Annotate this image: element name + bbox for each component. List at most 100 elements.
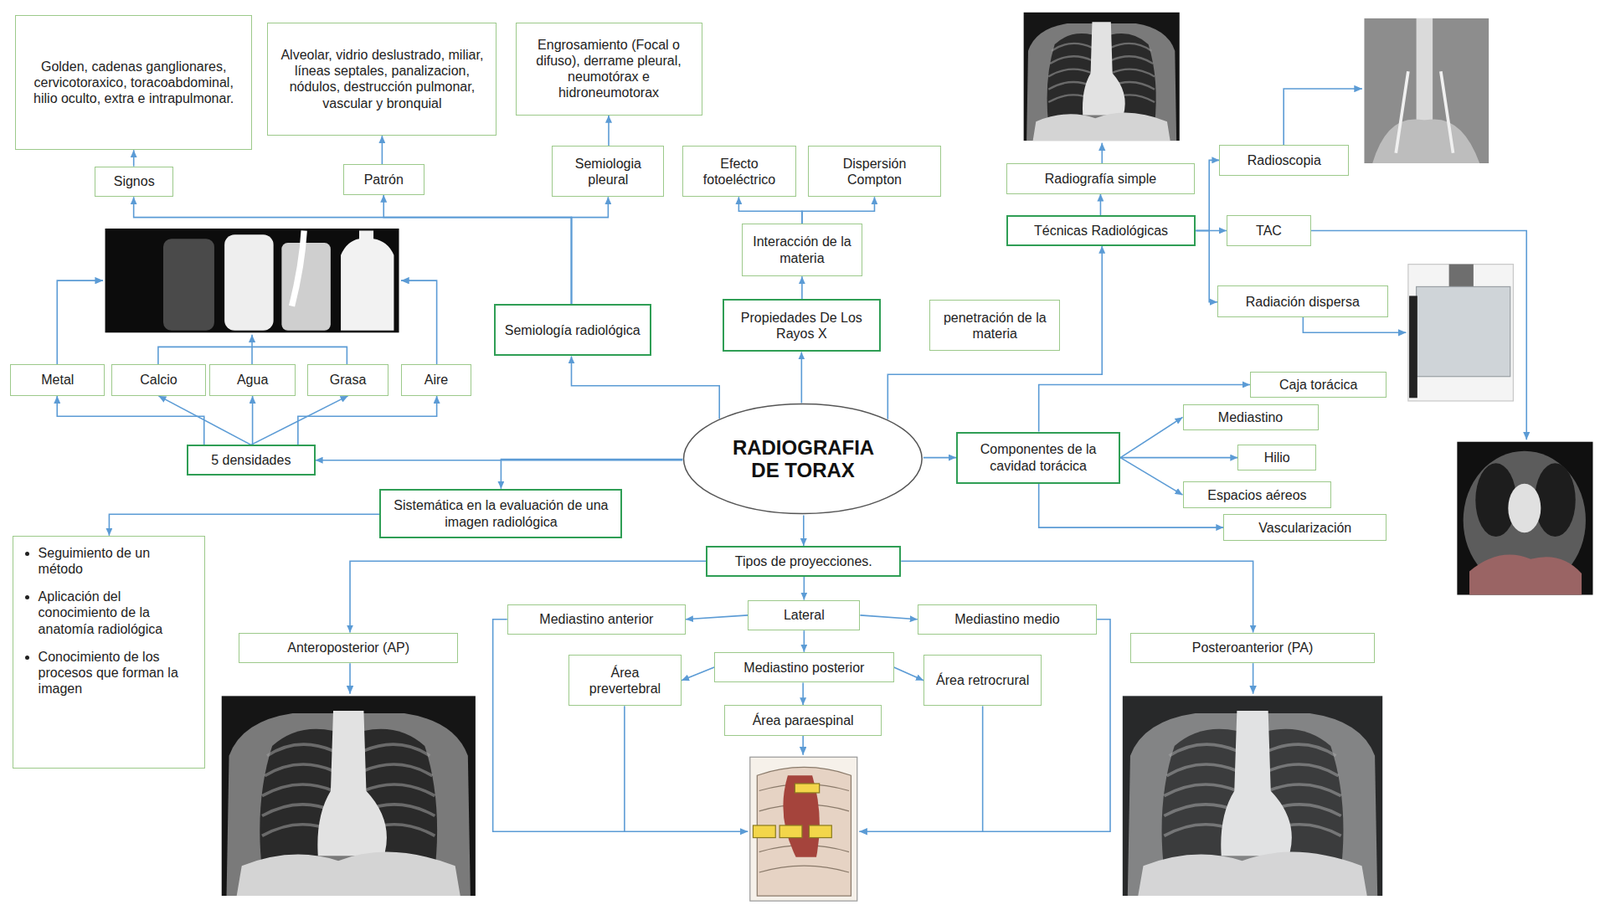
connector-arrow <box>681 667 715 681</box>
leader-line <box>1283 88 1363 145</box>
main-concept-box: Componentes de la cavidad torácica <box>956 432 1121 484</box>
leader-line <box>493 619 749 832</box>
box-label: Radioscopia <box>1247 152 1322 169</box>
connector-arrow <box>133 149 135 167</box>
leader-line <box>251 334 253 365</box>
box-label: Espacios aéreos <box>1207 487 1307 504</box>
fluoroscopy-image <box>1363 18 1489 164</box>
pelvis <box>1372 118 1480 164</box>
box-label: Semiologia pleural <box>557 155 659 188</box>
main-concept-box: Tipos de proyecciones. <box>705 545 901 577</box>
connector-arrow <box>1100 194 1102 217</box>
ellipse-shape <box>684 404 923 515</box>
leader-line <box>982 705 984 832</box>
concept-box: Metal <box>10 364 105 397</box>
image-ground <box>1456 442 1593 596</box>
box-label: Área retrocrural <box>936 672 1029 689</box>
leader-line <box>401 280 438 365</box>
concept-box: Agua <box>209 364 297 397</box>
box-label: Sistemática en la evaluación de una imag… <box>385 497 616 530</box>
concept-box: Radiografía simple <box>1006 163 1196 195</box>
connector-arrow <box>887 246 1102 420</box>
concept-box: Mediastino medio <box>917 604 1098 636</box>
box-label: Mediastino anterior <box>539 611 654 628</box>
chest-xray-image <box>1023 12 1179 142</box>
concept-box: Área retrocrural <box>923 654 1042 706</box>
concept-box: Golden, cadenas ganglionares, cervicotor… <box>15 15 253 150</box>
box-label: Grasa <box>329 371 367 388</box>
connector-arrow <box>607 115 610 147</box>
connector-arrow <box>298 396 438 446</box>
bullet-item: Conocimiento de los procesos que forman … <box>38 648 198 698</box>
concept-box: Radioscopia <box>1219 144 1349 176</box>
box-label: penetración de la materia <box>935 309 1055 342</box>
box-label: Propiedades De Los Rayos X <box>729 309 875 342</box>
density-photo <box>105 228 400 333</box>
leader-line <box>859 619 1111 832</box>
leader-line <box>349 663 351 695</box>
connector-arrow <box>571 355 721 419</box>
heart-vessels <box>782 775 820 857</box>
concept-box: Semiologia pleural <box>551 145 664 197</box>
region-tag <box>794 783 819 793</box>
ct-lung <box>1534 463 1576 537</box>
concept-box: Hilio <box>1237 444 1317 471</box>
chest-xray-image <box>1122 695 1384 896</box>
concept-box: Vascularización <box>1223 514 1387 541</box>
concept-box: Radiación dispersa <box>1217 285 1389 318</box>
concept-box: Área prevertebral <box>568 654 682 706</box>
ct-heart <box>1507 483 1541 533</box>
box-label: Metal <box>41 371 74 388</box>
concept-box: Caja torácica <box>1250 371 1387 399</box>
concept-box: Aire <box>401 364 472 397</box>
bullet-item: Aplicación del conocimiento de la anatom… <box>38 588 198 638</box>
box-label: TAC <box>1255 222 1282 239</box>
xray-frame <box>1122 695 1384 896</box>
connector-arrow <box>894 667 924 681</box>
connector-arrow <box>685 615 748 620</box>
leader-line <box>802 735 804 756</box>
density-tube <box>292 230 305 306</box>
box-label: Área paraespinal <box>752 712 855 729</box>
connector-arrow <box>383 195 572 304</box>
tube-stand <box>1449 264 1474 288</box>
bullet-list: Seguimiento de un métodoAplicación del c… <box>20 545 198 710</box>
bullet-item: Seguimiento de un método <box>38 545 198 577</box>
connector-arrow <box>1195 230 1218 302</box>
box-label: Vascularización <box>1258 519 1352 536</box>
connector-arrow <box>859 615 917 620</box>
connector-arrow <box>801 351 803 403</box>
leader-line <box>623 705 626 832</box>
box-label: Anteroposterior (AP) <box>287 639 410 656</box>
concept-box: Alveolar, vidrio deslustrado, miliar, lí… <box>267 22 497 136</box>
box-label: Alveolar, vidrio deslustrado, miliar, lí… <box>272 46 491 112</box>
box-label: Interacción de la materia <box>747 233 857 266</box>
connector-arrow <box>500 458 683 489</box>
connector-arrow <box>133 196 572 304</box>
chest-xray-image <box>221 695 475 896</box>
scatter-equipment-image <box>1408 264 1514 402</box>
region-tag <box>779 825 803 839</box>
connector-arrow <box>802 682 804 705</box>
concept-box: Área paraespinal <box>724 704 882 736</box>
concept-box: Patrón <box>343 164 426 196</box>
concept-box: TAC <box>1226 215 1312 247</box>
density-cylinder <box>163 238 215 331</box>
concept-box: Grasa <box>307 364 390 397</box>
box-label: Radiación dispersa <box>1245 293 1360 310</box>
connector-arrow <box>56 396 205 446</box>
ct-liver <box>1469 554 1582 595</box>
concept-box: Lateral <box>747 600 860 632</box>
box-label: Mediastino <box>1218 409 1283 426</box>
box-label: Efecto fotoeléctrico <box>688 155 790 188</box>
box-label: 5 densidades <box>210 452 291 469</box>
connector-arrow <box>801 276 803 299</box>
concept-box: Interacción de la materia <box>741 223 863 277</box>
box-label: Golden, cadenas ganglionares, cervicotor… <box>20 58 247 108</box>
connector-arrow <box>803 576 806 601</box>
connector-arrow <box>1120 457 1183 496</box>
leader-line <box>56 280 103 365</box>
contrast-vessel <box>1395 71 1453 153</box>
concept-box: Mediastino <box>1183 404 1319 432</box>
